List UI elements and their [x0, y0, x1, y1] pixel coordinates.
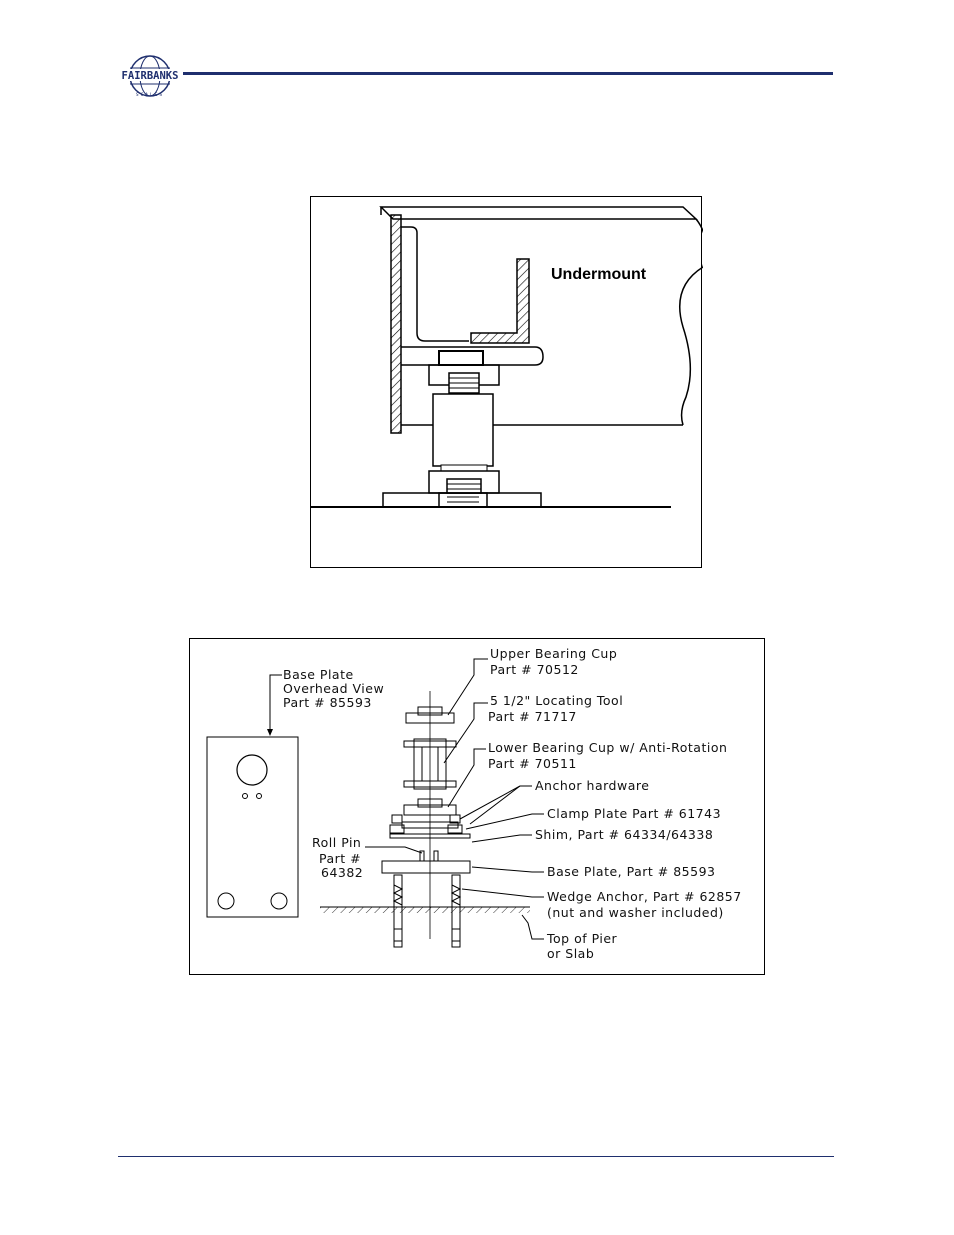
locating-tool-label: 5 1/2" Locating Tool [490, 693, 623, 708]
anchor-hardware-label: Anchor hardware [535, 778, 649, 793]
base-plate-view-label-3: Part # 85593 [283, 695, 372, 710]
fairbanks-logo: FAIRBANKS SCALES [118, 54, 182, 100]
base-plate-label: Base Plate, Part # 85593 [547, 864, 715, 879]
top-of-pier-label-2: or Slab [547, 946, 594, 961]
upper-bearing-cup-part: Part # 70512 [490, 662, 579, 677]
logo-wordmark: FAIRBANKS [122, 70, 179, 82]
undermount-label: Undermount [551, 266, 647, 283]
header-rule [183, 72, 833, 75]
base-plate-view-label-2: Overhead View [283, 681, 384, 696]
wedge-anchor-label: Wedge Anchor, Part # 62857 [547, 889, 742, 904]
lower-bearing-cup-part: Part # 70511 [488, 756, 577, 771]
roll-pin-part-label: Part # [319, 851, 361, 866]
upper-bearing-cup-label: Upper Bearing Cup [490, 646, 617, 661]
logo-subtext: SCALES [136, 92, 164, 98]
locating-tool-part: Part # 71717 [488, 709, 577, 724]
top-of-pier-label: Top of Pier [546, 931, 618, 946]
assembly-figure: Base Plate Overhead View Part # 85593 [189, 638, 765, 975]
clamp-plate-label: Clamp Plate Part # 61743 [547, 806, 721, 821]
roll-pin-label: Roll Pin [312, 835, 361, 850]
wedge-anchor-note: (nut and washer included) [547, 905, 724, 920]
undermount-figure: Undermount [310, 196, 707, 568]
footer-rule [118, 1156, 834, 1157]
roll-pin-part-number: 64382 [321, 865, 363, 880]
shim-label: Shim, Part # 64334/64338 [535, 827, 713, 842]
base-plate-view-label-1: Base Plate [283, 667, 354, 682]
lower-bearing-cup-label: Lower Bearing Cup w/ Anti-Rotation [488, 740, 727, 755]
